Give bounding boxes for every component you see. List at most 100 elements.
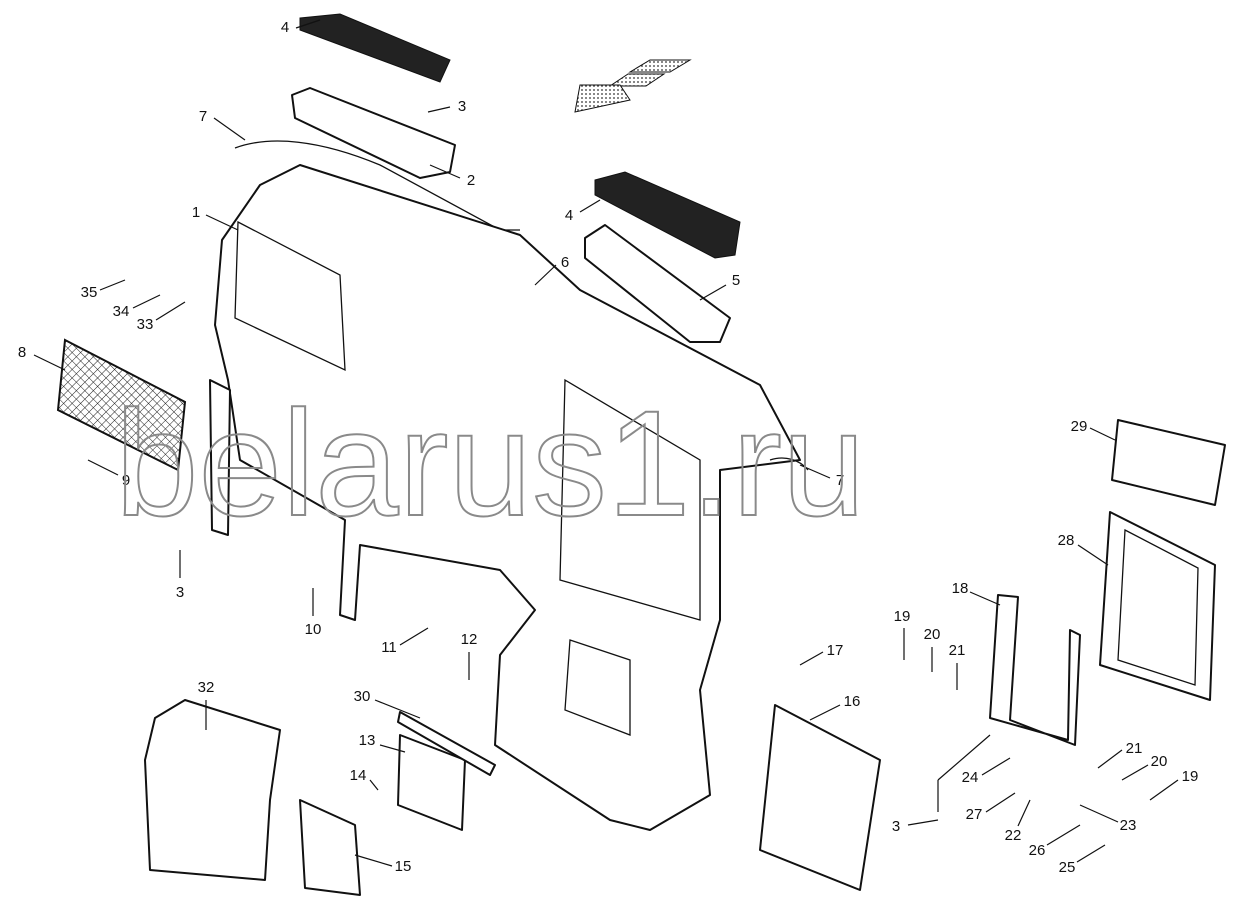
leader-line — [799, 651, 824, 666]
leader-line — [1149, 779, 1179, 801]
callout: 12 — [461, 631, 478, 648]
leader-line — [907, 819, 939, 826]
leader-line — [399, 627, 429, 646]
part-32-container — [144, 699, 281, 881]
leader-line — [1089, 427, 1116, 441]
callout: 5 — [732, 272, 740, 289]
callout: 11 — [381, 639, 397, 656]
part-18-bracket — [989, 594, 1081, 746]
part-8-net — [56, 338, 187, 472]
callout: 30 — [354, 688, 371, 705]
callout: 21 — [949, 642, 966, 659]
callout: 7 — [199, 108, 207, 125]
part-29-cushion — [1111, 419, 1226, 506]
callout: 19 — [1182, 768, 1199, 785]
leader-line — [969, 591, 1001, 606]
leader-line — [369, 779, 379, 791]
leader-line — [354, 854, 393, 867]
leader-line — [809, 704, 841, 721]
callout: 2 — [467, 172, 475, 189]
leader-line — [1097, 749, 1123, 769]
callout: 17 — [827, 642, 844, 659]
leader-line — [132, 294, 161, 309]
leader-line — [33, 354, 66, 371]
leader-line — [1076, 844, 1106, 863]
callout: 6 — [561, 254, 569, 271]
callout: 24 — [962, 769, 979, 786]
callout: 14 — [350, 767, 367, 784]
callout: 7 — [836, 472, 844, 489]
callout: 22 — [1005, 827, 1022, 844]
direction-arrow-icon — [574, 59, 692, 113]
callout: 25 — [1059, 859, 1076, 876]
part-30-strip — [397, 711, 496, 776]
callout: 29 — [1071, 418, 1088, 435]
panel-window-lower — [564, 639, 631, 736]
leader-line — [379, 744, 406, 753]
leader-line — [981, 757, 1011, 776]
part-1-rear-panel — [214, 164, 801, 831]
part-4-right-pad — [594, 171, 741, 259]
callout: 8 — [18, 344, 26, 361]
leader-line — [1017, 799, 1031, 827]
panel-window-right — [559, 378, 701, 621]
callout: 13 — [359, 732, 376, 749]
part-28-frame-inner — [1117, 528, 1199, 686]
leader-line — [1079, 804, 1119, 823]
callout: 33 — [137, 316, 154, 333]
leader-line — [295, 19, 321, 29]
part-4-top-pad — [299, 13, 451, 83]
part-15-cover — [299, 799, 361, 896]
callout: 27 — [966, 806, 983, 823]
part-13-frame — [397, 734, 466, 831]
leader-line — [699, 284, 727, 301]
callout: 4 — [281, 19, 289, 36]
callout: 16 — [844, 693, 861, 710]
callout: 34 — [113, 303, 130, 320]
leader-line — [99, 279, 126, 291]
part-panel-left-strip — [209, 379, 231, 536]
leader-line — [87, 459, 119, 476]
callout: 20 — [924, 626, 941, 643]
leader-line — [534, 264, 557, 286]
leader-line — [427, 106, 451, 113]
callout: 3 — [892, 818, 900, 835]
part-5-light-housing — [584, 224, 731, 343]
callout: 32 — [198, 679, 215, 696]
callout: 23 — [1120, 817, 1137, 834]
callout: 10 — [305, 621, 322, 638]
leader-line — [374, 699, 421, 719]
leader-line — [1077, 544, 1109, 566]
callout: 1 — [192, 204, 200, 221]
callout: 28 — [1058, 532, 1075, 549]
leader-line — [205, 214, 239, 231]
leader-line — [579, 199, 601, 213]
leader-line — [1121, 764, 1149, 781]
callout: 20 — [1151, 753, 1168, 770]
leader-line — [985, 792, 1016, 813]
leader-line — [213, 117, 246, 141]
watermark: belarus1.ru — [115, 379, 865, 547]
callout: 9 — [122, 472, 130, 489]
callout: 21 — [1126, 740, 1143, 757]
callout: 26 — [1029, 842, 1046, 859]
part-28-frame — [1099, 511, 1216, 701]
callout: 3 — [176, 584, 184, 601]
callout: 19 — [894, 608, 911, 625]
leader-line — [155, 301, 186, 321]
leader-line — [1046, 824, 1081, 846]
callout: 3 — [458, 98, 466, 115]
callout: 4 — [565, 207, 573, 224]
part-7-seal-top — [234, 140, 520, 231]
part-16-seat — [759, 704, 881, 891]
part-2-light-housing — [291, 87, 456, 179]
callout: 18 — [952, 580, 969, 597]
callout: 35 — [81, 284, 98, 301]
leader-line — [429, 164, 461, 179]
panel-window-left — [234, 220, 346, 372]
leader-lines — [33, 19, 1179, 867]
leader-line — [937, 734, 991, 781]
callout: 15 — [395, 858, 412, 875]
